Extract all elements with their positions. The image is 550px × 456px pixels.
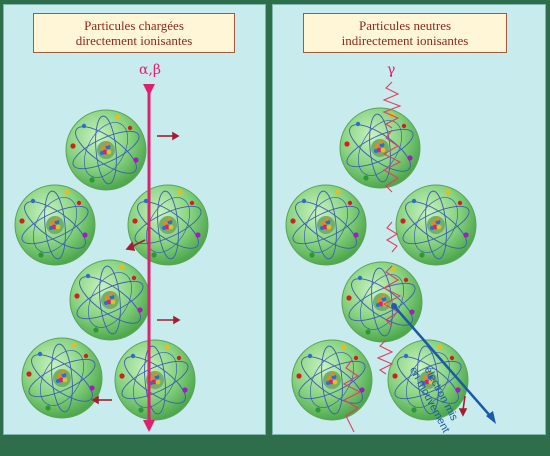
diagram-stage: Particules chargées directement ionisant… — [3, 4, 546, 435]
alpha-beta-label: α,β — [139, 62, 161, 78]
gamma-label: γ — [387, 62, 396, 78]
left-atoms — [14, 109, 209, 421]
atom — [114, 339, 196, 421]
left-title-box: Particules chargées directement ionisant… — [33, 13, 235, 53]
gamma-wave-packets — [342, 81, 402, 433]
moving-electron-arrow — [391, 303, 496, 424]
atom — [65, 109, 147, 191]
atom — [69, 259, 151, 341]
atom — [395, 184, 477, 266]
atom — [341, 261, 423, 343]
left-title-line2: directement ionisantes — [75, 33, 193, 48]
right-title-line1: Particules neutres — [358, 18, 452, 33]
ejected-electron-arrows-left — [91, 131, 181, 405]
right-atoms — [285, 107, 477, 421]
right-title-box: Particules neutres indirectement ionisan… — [303, 13, 507, 53]
atom — [339, 107, 421, 189]
atom — [21, 337, 103, 419]
charged-particle-beam — [143, 84, 155, 432]
atom — [285, 184, 367, 266]
ejected-electron-arrow-right — [458, 395, 468, 417]
atom — [14, 184, 96, 266]
right-title-line2: indirectement ionisantes — [341, 33, 469, 48]
diagram-art — [14, 81, 496, 433]
left-title-line1: Particules chargées — [84, 18, 184, 33]
atom — [291, 339, 373, 421]
atom — [127, 184, 209, 266]
